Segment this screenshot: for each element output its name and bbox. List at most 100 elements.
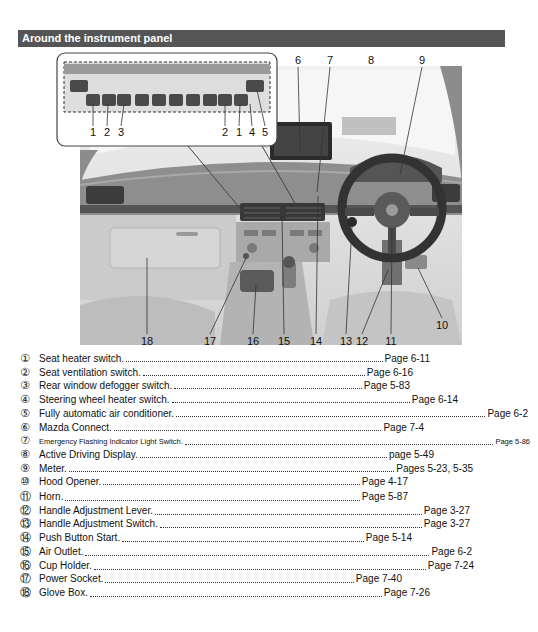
item-marker: ⑥: [20, 421, 39, 434]
callout-number: 8: [368, 54, 374, 66]
dot-leader: [90, 596, 382, 597]
inset-dashed-frame: [64, 62, 270, 112]
callout-number: 6: [295, 54, 301, 66]
index-row: ⑭Push Button Start.Page 5-14: [20, 530, 412, 545]
dot-leader: [160, 527, 422, 528]
callout-number: 2: [104, 126, 110, 138]
a-pillar: [440, 66, 462, 185]
item-name: Hood Opener.: [39, 475, 101, 488]
display-area: [342, 117, 396, 135]
dot-leader: [65, 500, 359, 501]
page-reference: Page 6-14: [412, 393, 458, 406]
item-marker: ⑰: [20, 571, 39, 586]
page-reference: page 5-49: [389, 448, 434, 461]
item-name: Fully automatic air conditioner.: [39, 407, 174, 420]
callout-number: 10: [436, 319, 448, 331]
item-marker: ③: [20, 379, 39, 392]
page-reference: Page 7-26: [384, 586, 430, 599]
glove-box-handle: [176, 232, 198, 236]
dot-leader: [94, 569, 426, 570]
item-name: Seat heater switch.: [39, 352, 124, 365]
dot-leader: [176, 416, 485, 417]
page-reference: Page 5-87: [362, 490, 408, 503]
dot-leader: [172, 402, 410, 403]
item-name: Glove Box.: [39, 586, 88, 599]
callout-number: 17: [204, 335, 216, 347]
air-vent: [86, 186, 124, 204]
leader-lines: [147, 67, 442, 334]
index-row: ⑩Hood Opener.Page 4-17: [20, 475, 408, 488]
page-reference: Page 6-16: [367, 366, 413, 379]
item-name: Meter.: [39, 462, 67, 475]
dot-leader: [114, 430, 382, 431]
callout-number: 3: [118, 126, 124, 138]
item-name: Mazda Connect.: [39, 421, 112, 434]
screen-glass: [274, 126, 328, 156]
vent-strip: [64, 64, 270, 74]
dot-leader: [155, 514, 422, 515]
callout-number: 4: [249, 126, 255, 138]
item-name: Rear window defogger switch.: [39, 379, 172, 392]
item-name: Air Outlet.: [39, 545, 83, 558]
page-reference: Page 6-11: [385, 352, 430, 365]
inset-leader: [188, 146, 300, 212]
item-name: Push Button Start.: [39, 531, 120, 544]
dot-leader: [126, 361, 383, 362]
page-reference: Page 5-86: [495, 435, 530, 448]
item-name: Steering wheel heater switch.: [39, 393, 170, 406]
center-console: [220, 262, 314, 345]
index-row: ⑮Air Outlet.Page 6-2: [20, 544, 472, 559]
climate-buttons: [244, 230, 322, 253]
page-reference: Page 3-27: [424, 517, 470, 530]
callout-number: 5: [262, 126, 268, 138]
callout-number: 1: [236, 126, 242, 138]
page-reference: Page 5-83: [364, 379, 410, 392]
callout-number: 1: [90, 126, 96, 138]
page-reference: Pages 5-23, 5-35: [396, 462, 473, 475]
emblem: [386, 204, 398, 216]
page-reference: Page 5-14: [366, 531, 412, 544]
callout-number: 14: [310, 335, 322, 347]
index-row: ⑤Fully automatic air conditioner.Page 6-…: [20, 407, 528, 420]
page-reference: Page 7-40: [356, 572, 402, 585]
item-marker: ⑱: [20, 585, 39, 600]
item-name: Handle Adjustment Lever.: [39, 504, 153, 517]
dot-leader: [174, 388, 361, 389]
leader-lines: [93, 90, 265, 126]
item-marker: ⑮: [20, 544, 39, 559]
item-marker: ②: [20, 366, 39, 379]
callout-number: 2: [222, 126, 228, 138]
item-name: Handle Adjustment Switch.: [39, 517, 158, 530]
horn-pad: [374, 192, 410, 228]
index-row: ①Seat heater switch.Page 6-11: [20, 352, 430, 365]
index-row: ⑰Power Socket.Page 7-40: [20, 571, 402, 586]
index-row: ⑬Handle Adjustment Switch.Page 3-27: [20, 516, 470, 531]
item-marker: ④: [20, 393, 39, 406]
index-row: ③Rear window defogger switch. Page 5-83: [20, 379, 410, 392]
dot-leader: [69, 471, 394, 472]
vent-slats: [244, 208, 321, 218]
item-marker: ⑯: [20, 558, 39, 573]
index-row: ⑪Horn.Page 5-87: [20, 489, 408, 504]
index-row: ⑥Mazda Connect. Page 7-4: [20, 421, 424, 434]
index-row: ⑯Cup Holder.Page 7-24: [20, 558, 474, 573]
item-name: Horn.: [39, 490, 63, 503]
callout-number: 15: [278, 335, 290, 347]
shift-knob: [283, 256, 295, 268]
callout-number: 7: [327, 54, 333, 66]
item-name: Active Driving Display.: [39, 448, 138, 461]
callout-number: 16: [247, 335, 259, 347]
page-reference: Page 7-4: [383, 421, 424, 434]
page-reference: Page 3-27: [424, 504, 470, 517]
item-marker: ⑤: [20, 407, 39, 420]
cup-holder: [240, 270, 274, 292]
index-row: ⑦Emergency Flashing Indicator Light Swit…: [20, 434, 530, 448]
item-marker: ⑫: [20, 503, 39, 518]
switch-buttons: [70, 80, 264, 106]
index-row: ⑧Active Driving Display.page 5-49: [20, 448, 434, 461]
index-row: ⑱Glove Box. Page 7-26: [20, 585, 430, 600]
callout-number: 11: [385, 335, 396, 347]
dot-leader: [105, 582, 353, 583]
index-row: ⑨Meter.Pages 5-23, 5-35: [20, 462, 473, 475]
